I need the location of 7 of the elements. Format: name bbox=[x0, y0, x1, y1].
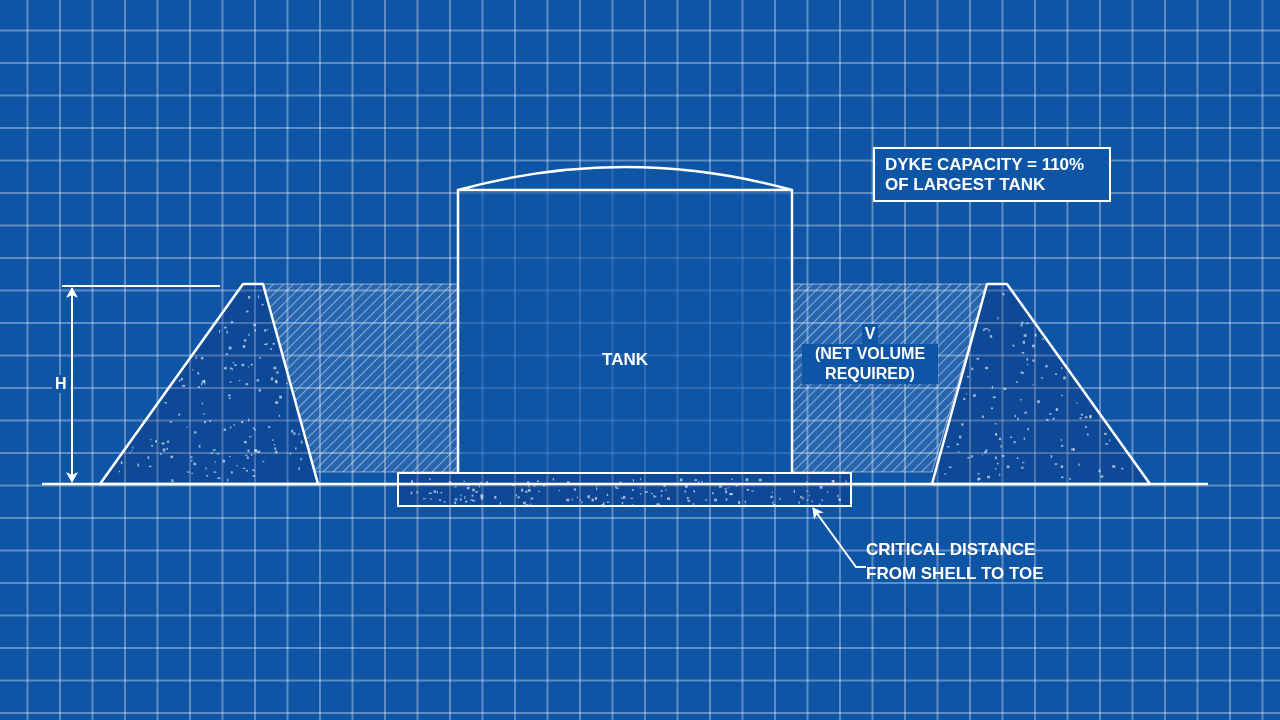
foundation-slab bbox=[397, 472, 852, 507]
leader-line bbox=[812, 507, 867, 568]
tank-label: TANK bbox=[601, 350, 649, 370]
dimension-label: H bbox=[52, 375, 70, 393]
callout-text: CRITICAL DISTANCE FROM SHELL TO TOE bbox=[866, 538, 1086, 598]
volume-label: (NET VOLUME REQUIRED) bbox=[802, 344, 938, 384]
capacity-note: DYKE CAPACITY = 110% OF LARGEST TANK bbox=[873, 147, 1111, 202]
